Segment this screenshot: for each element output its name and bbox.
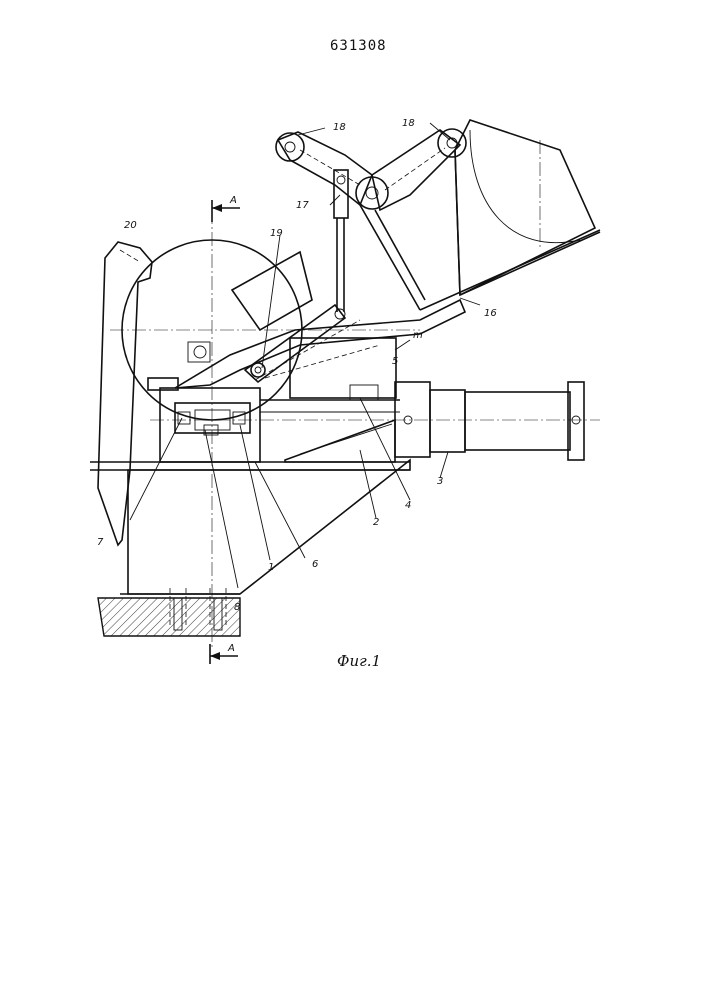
section-mark-top: A [212,195,240,222]
part-label-17: 17 [296,200,309,211]
leader-lines [130,123,480,588]
hydraulic-cylinder [395,382,584,460]
part-label-19: 19 [270,228,283,239]
part-label-6: 6 [312,559,318,570]
part-label-16: 16 [484,308,497,319]
hopper [420,120,600,310]
part-label-7: 7 [97,537,104,548]
pivot-19 [251,363,265,377]
vertical-rod [334,170,348,319]
part-label-3: 3 [437,476,443,487]
left-guard [98,242,152,545]
part-label-18-right: 18 [402,118,415,129]
part-label-5: 5 [392,356,398,367]
section-mark-bottom-label: A [227,643,235,654]
part-label-8: 8 [234,602,240,613]
part-label-4: 4 [405,500,411,511]
bearing-assembly [175,403,250,435]
frame-body [128,460,410,594]
figure-caption: Фиг.1 [337,652,381,670]
part-label-20: 20 [124,220,137,231]
part-label-18-left: 18 [333,122,346,133]
section-mark-top-label: A [229,195,237,206]
rocker-arms [276,129,466,310]
section-mark-bottom: A [210,643,238,664]
part-label-2: 2 [373,517,379,528]
part-label-1: 1 [268,562,274,573]
part-label-m: m [413,330,423,341]
slide-arm [175,300,465,388]
